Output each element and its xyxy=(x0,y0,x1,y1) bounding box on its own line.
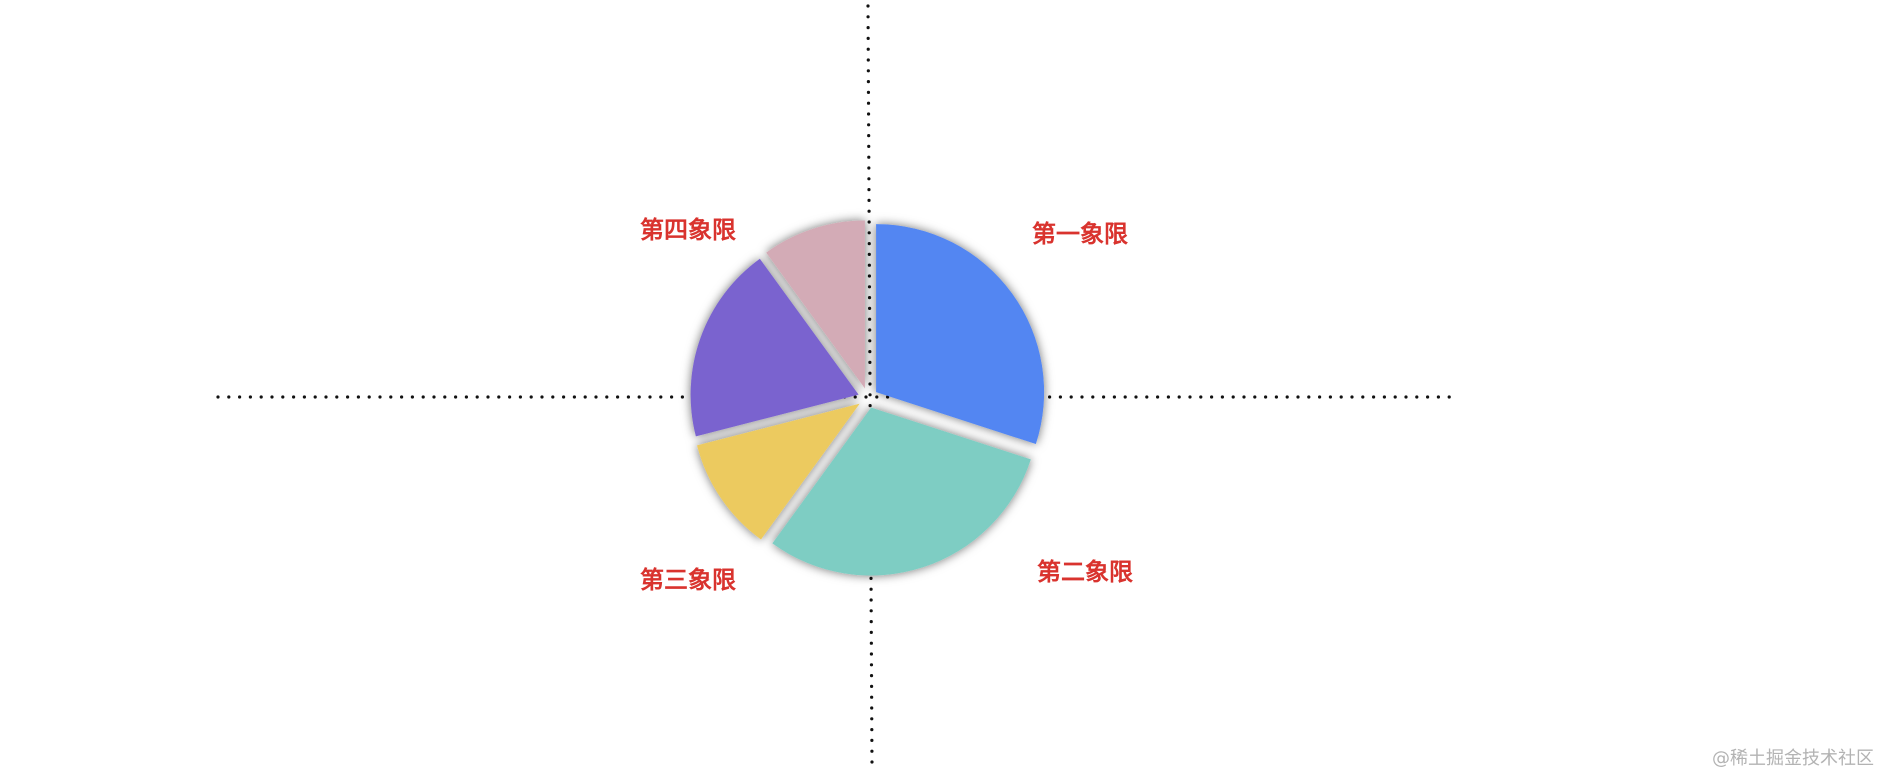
pie-slice-1 xyxy=(876,224,1045,445)
pie-slice-3 xyxy=(697,403,860,540)
pie-chart xyxy=(690,220,1045,576)
quadrant-label-second: 第二象限 xyxy=(1037,558,1133,586)
watermark: @稀土掘金技术社区 xyxy=(1712,748,1874,769)
vertical-axis xyxy=(866,4,874,766)
quadrant-label-fourth: 第四象限 xyxy=(640,216,736,244)
quadrant-label-third: 第三象限 xyxy=(640,566,736,594)
pie-slice-5 xyxy=(766,220,865,389)
pie-slice-4 xyxy=(690,258,859,437)
pie-slice-2 xyxy=(772,407,1031,576)
quadrant-label-first: 第一象限 xyxy=(1032,220,1128,248)
